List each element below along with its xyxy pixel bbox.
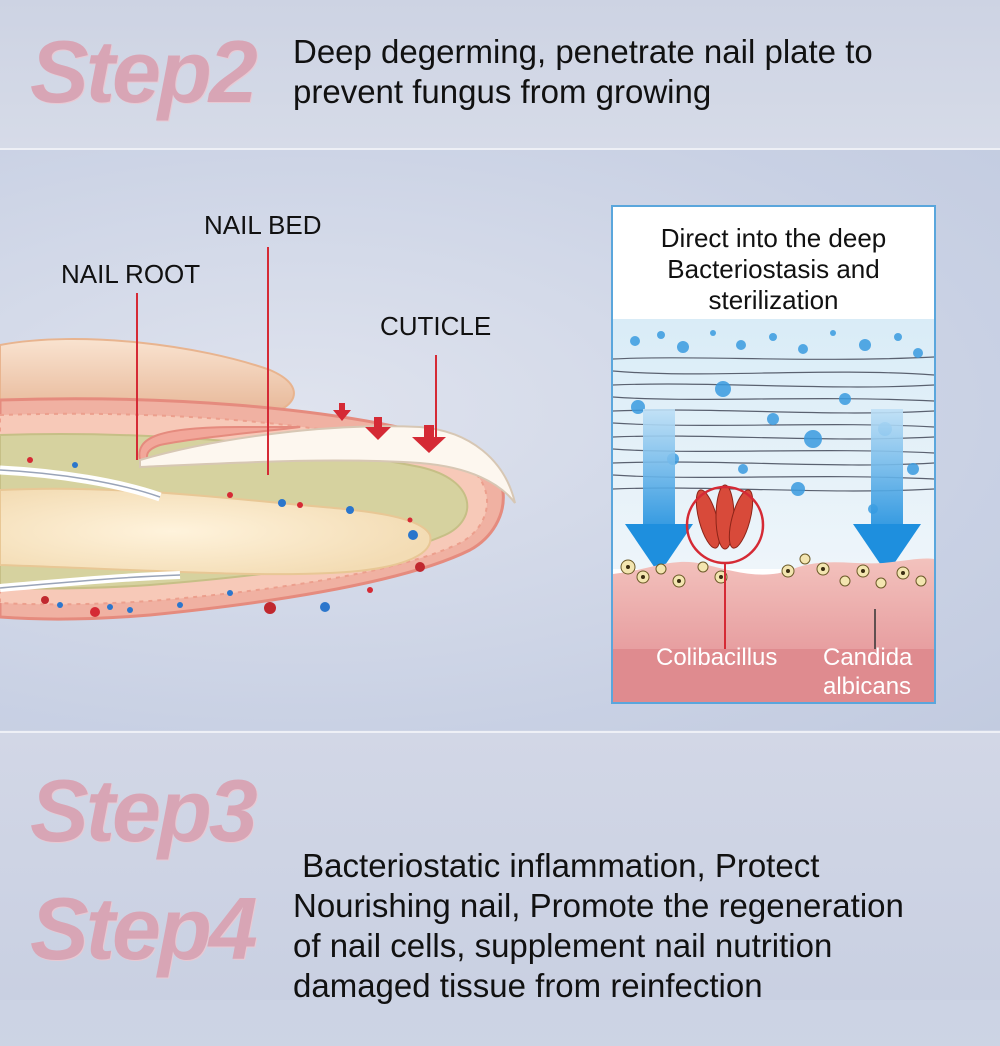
candida-label-line2: albicans bbox=[823, 673, 912, 700]
step2-band bbox=[0, 0, 1000, 148]
step2-line1: Deep degerming, penetrate nail plate to bbox=[293, 33, 873, 70]
colibacillus-label: Colibacillus bbox=[656, 644, 778, 671]
penetration-arrow-right bbox=[853, 409, 921, 574]
divider-bottom bbox=[0, 731, 1000, 733]
nail-cross-section-diagram bbox=[0, 247, 516, 621]
step3-description: Bacteriostatic inflammation, Protect dam… bbox=[293, 766, 819, 1046]
candida-label-line1: Candida bbox=[823, 644, 913, 671]
colibacillus bbox=[695, 484, 754, 550]
step3-line2: damaged tissue from reinfection bbox=[293, 967, 763, 1004]
bone bbox=[0, 487, 432, 576]
nail-root-pocket bbox=[138, 426, 301, 465]
step2-description: Deep degerming, penetrate nail plate to … bbox=[293, 32, 873, 112]
candida-nuclei bbox=[626, 565, 905, 583]
nail-bed-label: NAIL BED bbox=[204, 210, 322, 240]
panel-title-line2: Bacteriostasis and bbox=[667, 254, 880, 284]
tendon-upper-edge bbox=[0, 469, 161, 498]
step2-line2: prevent fungus from growing bbox=[293, 73, 712, 110]
step3-heading: Step3 bbox=[30, 761, 258, 860]
panel-title-line1: Direct into the deep bbox=[660, 223, 887, 253]
sterilization-panel: Direct into the deep Bacteriostasis and … bbox=[611, 205, 936, 704]
blood-cells bbox=[27, 457, 425, 617]
bacteria-illustration bbox=[613, 319, 934, 702]
nail-root-label: NAIL ROOT bbox=[61, 259, 201, 289]
step4-line2: of nail cells, supplement nail nutrition bbox=[293, 927, 833, 964]
divider-top bbox=[0, 148, 1000, 150]
step4-line1: Nourishing nail, Promote the regeneratio… bbox=[293, 887, 904, 924]
cuticle-label: CUTICLE bbox=[380, 311, 492, 341]
penetration-arrow-left bbox=[625, 409, 693, 574]
step4-heading: Step4 bbox=[30, 879, 258, 978]
panel-title-line3: sterilization bbox=[708, 285, 839, 315]
step3-line1: Bacteriostatic inflammation, Protect bbox=[293, 847, 820, 884]
label-band bbox=[613, 649, 934, 702]
tendon-lower-edge bbox=[0, 574, 181, 589]
step2-heading: Step2 bbox=[30, 22, 258, 121]
candida-label: Candida albicans bbox=[823, 643, 912, 701]
panel-title: Direct into the deep Bacteriostasis and … bbox=[613, 223, 934, 316]
step4-description: Nourishing nail, Promote the regeneratio… bbox=[293, 886, 904, 966]
steps-bottom-band bbox=[0, 733, 1000, 1000]
penetration-arrows bbox=[333, 403, 446, 453]
